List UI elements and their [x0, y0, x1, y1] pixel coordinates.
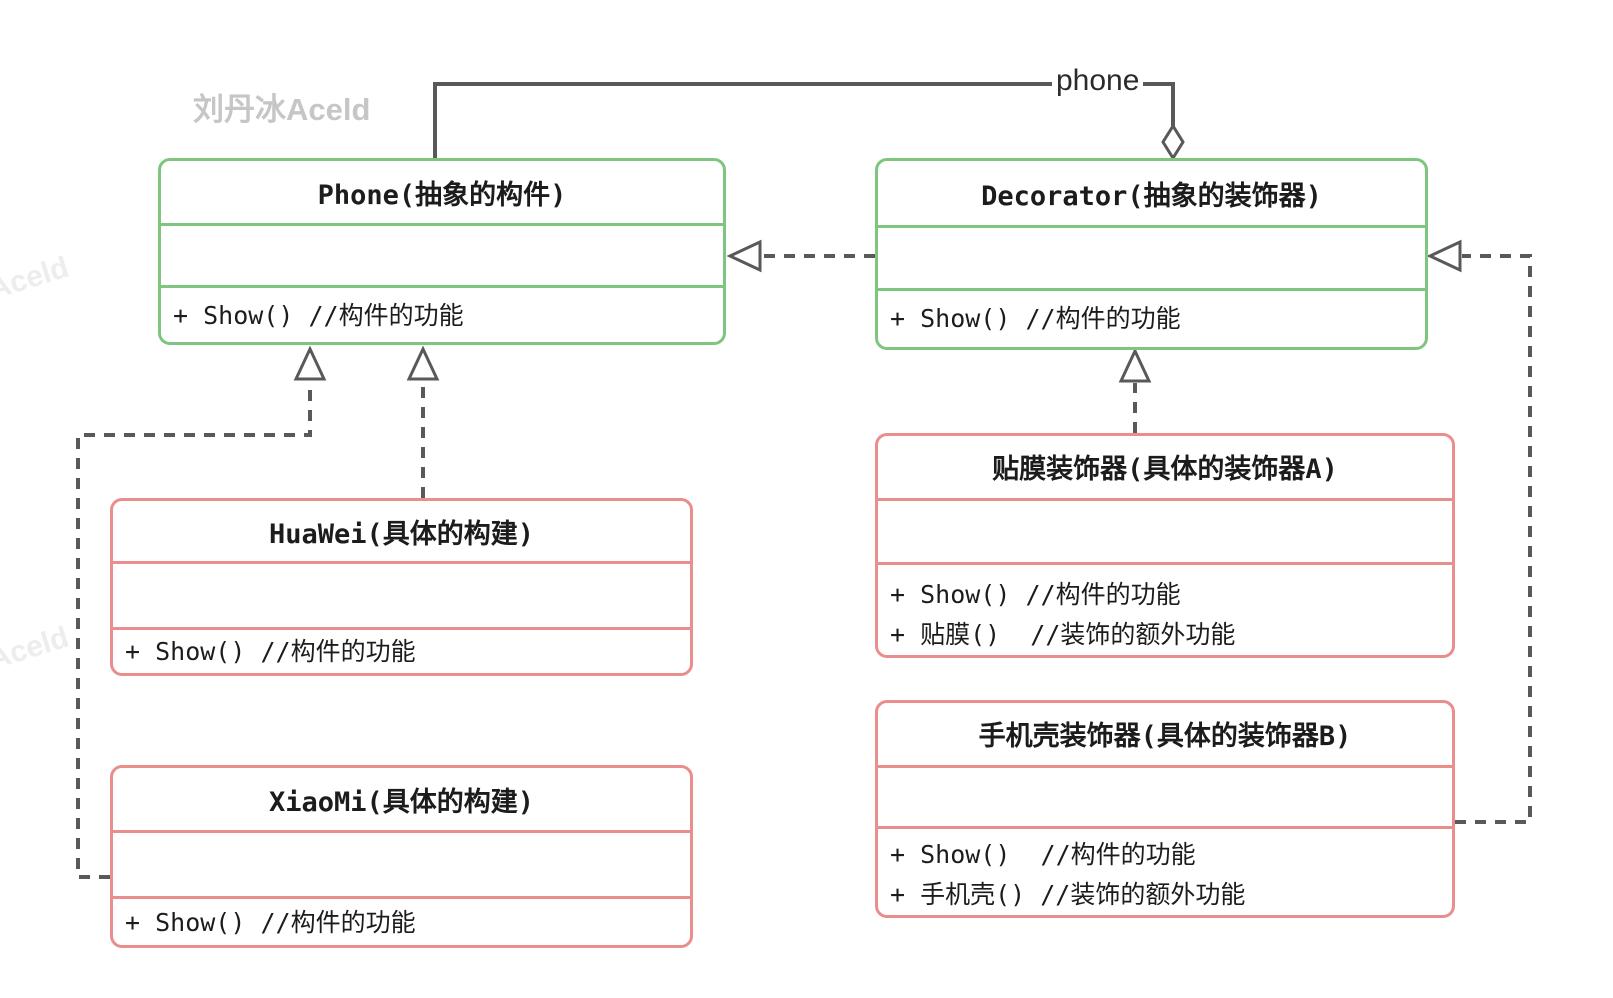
method-line: + Show() //构件的功能 — [890, 840, 1196, 869]
aggregation-diamond-icon — [1161, 123, 1185, 161]
class-methods-section: + Show() //构件的功能 + 手机壳() //装饰的额外功能 — [878, 826, 1452, 915]
method-line: + 手机壳() //装饰的额外功能 — [890, 880, 1246, 909]
inherit-arrowhead-icon — [406, 345, 440, 381]
class-attributes-section — [878, 497, 1452, 563]
class-title: 手机壳装饰器(具体的装饰器B) — [978, 721, 1352, 753]
class-methods-section: + Show() //构件的功能 — [113, 627, 690, 673]
class-attributes-section — [878, 225, 1425, 288]
aggregation-label-phone: phone — [1052, 64, 1144, 98]
class-methods-section: + Show() //构件的功能 — [878, 288, 1425, 347]
method-line: + Show() //构件的功能 — [125, 637, 416, 666]
class-title: HuaWei(具体的构建) — [268, 518, 535, 550]
inherit-arrowhead-icon — [1426, 239, 1462, 273]
class-attributes-section — [161, 223, 723, 285]
watermark-author: 刘丹冰Aceld — [193, 92, 371, 127]
class-box-phone: Phone(抽象的构件) + Show() //构件的功能 — [158, 158, 726, 345]
inherit-arrowhead-icon — [293, 345, 327, 381]
class-methods-section: + Show() //构件的功能 — [113, 896, 690, 945]
class-title: Phone(抽象的构件) — [317, 179, 567, 211]
class-title: XiaoMi(具体的构建) — [268, 786, 535, 818]
watermark-side: Aceld — [0, 620, 73, 677]
method-line: + Show() //构件的功能 — [890, 304, 1181, 333]
inherit-line-case-decorator — [1455, 254, 1532, 824]
class-box-huawei: HuaWei(具体的构建) + Show() //构件的功能 — [110, 498, 693, 676]
method-line: + Show() //构件的功能 — [890, 580, 1181, 609]
class-box-xiaomi: XiaoMi(具体的构建) + Show() //构件的功能 — [110, 765, 693, 948]
method-line: + 贴膜() //装饰的额外功能 — [890, 620, 1236, 649]
class-attributes-section — [878, 764, 1452, 826]
inherit-arrowhead-icon — [1118, 347, 1152, 383]
class-attributes-section — [113, 830, 690, 896]
class-attributes-section — [113, 561, 690, 627]
class-box-decorator: Decorator(抽象的装饰器) + Show() //构件的功能 — [875, 158, 1428, 350]
class-methods-section: + Show() //构件的功能 + 贴膜() //装饰的额外功能 — [878, 562, 1452, 655]
class-box-film-decorator: 贴膜装饰器(具体的装饰器A) + Show() //构件的功能 + 贴膜() /… — [875, 433, 1455, 658]
method-line: + Show() //构件的功能 — [125, 908, 416, 937]
watermark-side: Aceld — [0, 250, 73, 307]
class-methods-section: + Show() //构件的功能 — [161, 285, 723, 342]
class-box-case-decorator: 手机壳装饰器(具体的装饰器B) + Show() //构件的功能 + 手机壳()… — [875, 700, 1455, 918]
method-line: + Show() //构件的功能 — [173, 301, 464, 330]
class-title: Decorator(抽象的装饰器) — [981, 180, 1322, 212]
class-title: 贴膜装饰器(具体的装饰器A) — [992, 454, 1338, 486]
dependency-arrowhead-icon — [726, 239, 762, 273]
